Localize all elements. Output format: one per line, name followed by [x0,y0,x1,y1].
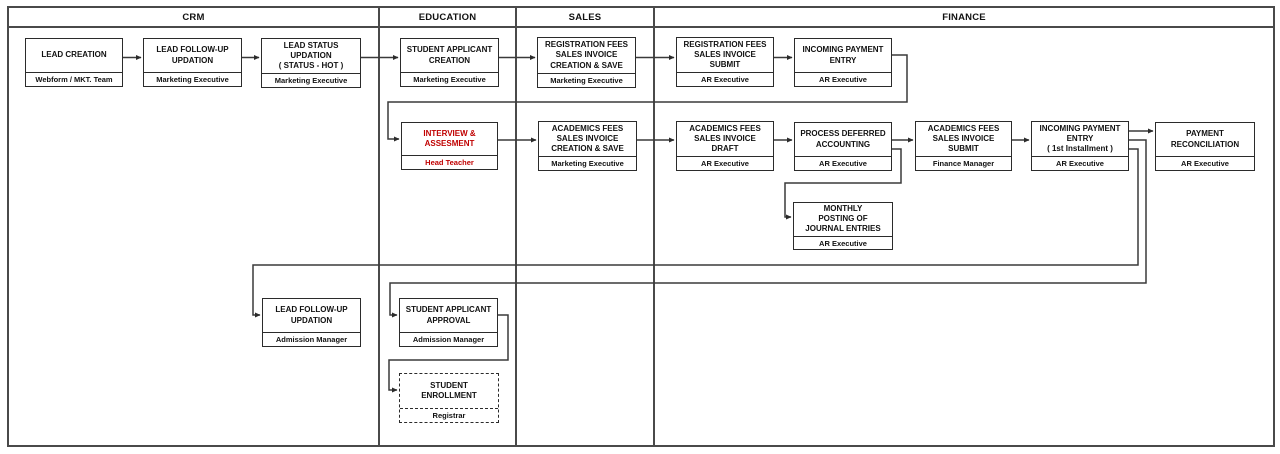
node-role: AR Executive [795,156,891,170]
node-registration-fees-invoice-submit: REGISTRATION FEES SALES INVOICE SUBMIT A… [676,37,774,87]
node-role: Head Teacher [402,155,497,169]
node-role: AR Executive [1156,156,1254,170]
node-interview-assesment: INTERVIEW & ASSESMENT Head Teacher [401,122,498,170]
node-title: STUDENT ENROLLMENT [421,380,477,400]
node-role: Marketing Executive [538,73,635,87]
node-role: Webform / MKT. Team [26,72,122,86]
node-title: INCOMING PAYMENT ENTRY [802,45,884,65]
node-title: LEAD CREATION [41,50,107,60]
node-title: LEAD STATUS UPDATION ( STATUS - HOT ) [278,40,344,71]
node-title: STUDENT APPLICANT APPROVAL [405,305,492,325]
node-role: AR Executive [677,156,773,170]
node-incoming-payment-entry: INCOMING PAYMENT ENTRY AR Executive [794,38,892,87]
node-student-applicant-approval: STUDENT APPLICANT APPROVAL Admission Man… [399,298,498,347]
node-monthly-posting-of-journal-entries: MONTHLY POSTING OF JOURNAL ENTRIES AR Ex… [793,202,893,250]
node-title: INCOMING PAYMENT ENTRY ( 1st Installment… [1039,123,1121,154]
node-title: LEAD FOLLOW-UP UPDATION [156,45,229,65]
node-lead-creation: LEAD CREATION Webform / MKT. Team [25,38,123,87]
node-role: Admission Manager [263,332,360,346]
node-lead-status-updation: LEAD STATUS UPDATION ( STATUS - HOT ) Ma… [261,38,361,88]
node-title: PAYMENT RECONCILIATION [1170,129,1240,149]
node-title: LEAD FOLLOW-UP UPDATION [275,305,348,325]
node-role: Registrar [400,408,498,422]
node-title: INTERVIEW & ASSESMENT [423,128,476,148]
node-role: Marketing Executive [144,72,241,86]
node-role: AR Executive [677,72,773,86]
node-registration-fees-invoice-creation: REGISTRATION FEES SALES INVOICE CREATION… [537,37,636,88]
node-title: MONTHLY POSTING OF JOURNAL ENTRIES [805,204,881,234]
node-role: AR Executive [794,235,892,250]
node-title: ACADEMICS FEES SALES INVOICE DRAFT [689,123,761,154]
node-title: STUDENT APPLICANT CREATION [406,45,493,65]
node-title: ACADEMICS FEES SALES INVOICE CREATION & … [551,123,624,154]
node-title: REGISTRATION FEES SALES INVOICE SUBMIT [683,39,767,70]
node-academics-fees-invoice-draft: ACADEMICS FEES SALES INVOICE DRAFT AR Ex… [676,121,774,171]
node-incoming-payment-entry-1st: INCOMING PAYMENT ENTRY ( 1st Installment… [1031,121,1129,171]
node-process-deferred-accounting: PROCESS DEFERRED ACCOUNTING AR Executive [794,122,892,171]
node-title: REGISTRATION FEES SALES INVOICE CREATION… [545,40,628,70]
node-role: Admission Manager [400,332,497,346]
node-payment-reconciliation: PAYMENT RECONCILIATION AR Executive [1155,122,1255,171]
node-role: Marketing Executive [539,156,636,170]
node-role: Marketing Executive [401,72,498,86]
lane-finance: FINANCE [655,6,1275,447]
node-academics-fees-invoice-submit: ACADEMICS FEES SALES INVOICE SUBMIT Fina… [915,121,1012,171]
node-role: Finance Manager [916,156,1011,170]
node-lead-follow-up-updation-admission: LEAD FOLLOW-UP UPDATION Admission Manage… [262,298,361,347]
node-role: AR Executive [1032,156,1128,170]
node-lead-follow-up-updation-marketing: LEAD FOLLOW-UP UPDATION Marketing Execut… [143,38,242,87]
lane-header-finance: FINANCE [655,8,1273,28]
node-student-enrollment: STUDENT ENROLLMENT Registrar [399,373,499,423]
lane-header-education: EDUCATION [380,8,515,28]
node-role: AR Executive [795,72,891,86]
node-role: Marketing Executive [262,73,360,87]
node-title: PROCESS DEFERRED ACCOUNTING [800,129,886,149]
node-title: ACADEMICS FEES SALES INVOICE SUBMIT [927,123,1000,154]
lane-header-crm: CRM [9,8,378,28]
node-student-applicant-creation: STUDENT APPLICANT CREATION Marketing Exe… [400,38,499,87]
node-academics-fees-invoice-creation: ACADEMICS FEES SALES INVOICE CREATION & … [538,121,637,171]
lane-header-sales: SALES [517,8,653,28]
